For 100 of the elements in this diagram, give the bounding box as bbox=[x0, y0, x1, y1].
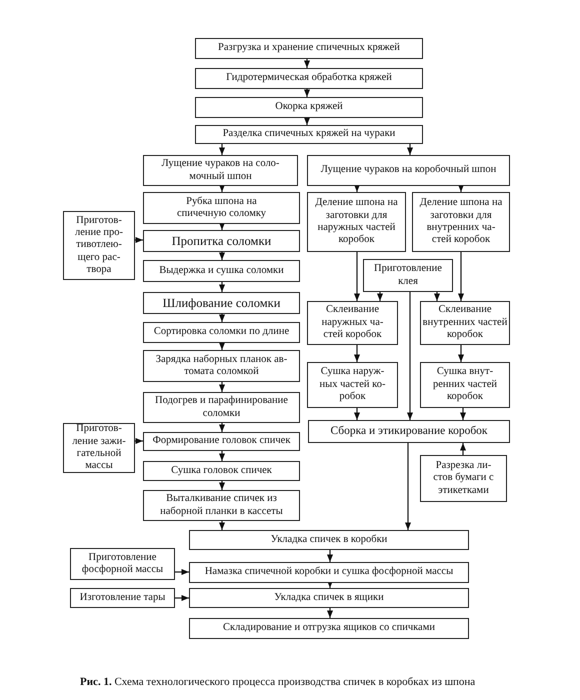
arrow bbox=[218, 481, 226, 490]
process-box bbox=[143, 230, 300, 252]
step-label: Зарядка наборных планок ав- томата соломкой bbox=[154, 354, 288, 378]
process-box bbox=[420, 455, 507, 502]
step-label: Сборка и этикирование коробок bbox=[330, 424, 488, 438]
process-box bbox=[63, 423, 135, 473]
step-label: Деление шпона на заготовки для наружных частей коробок bbox=[314, 197, 399, 247]
process-box bbox=[195, 125, 423, 144]
arrow bbox=[460, 408, 466, 420]
arrow bbox=[326, 550, 334, 562]
process-box bbox=[143, 155, 298, 186]
arrow bbox=[458, 345, 464, 362]
arrow bbox=[354, 345, 360, 362]
arrow bbox=[218, 451, 226, 461]
step-label: Лущение чураков на коробочный шпон bbox=[320, 164, 496, 177]
step-label: Приготовление клея bbox=[373, 263, 443, 288]
step-label: Склеивание внутренних частей коробок bbox=[422, 304, 508, 342]
step-label: Разгрузка и хранение спичечных кряжей bbox=[218, 42, 400, 55]
process-box bbox=[308, 420, 510, 443]
process-box bbox=[143, 192, 300, 224]
process-box bbox=[143, 461, 300, 481]
step-label: Формирование головок спичек bbox=[152, 435, 290, 448]
arrow bbox=[218, 314, 226, 322]
step-label: Сушка головок спичек bbox=[171, 464, 272, 478]
process-box bbox=[195, 97, 423, 118]
process-box bbox=[143, 392, 300, 423]
step-label: Выдержка и сушка соломки bbox=[159, 264, 284, 278]
arrow bbox=[218, 144, 226, 155]
process-box bbox=[143, 350, 300, 382]
step-label: Сушка наруж- ных частей ко- робок bbox=[318, 366, 386, 404]
process-box bbox=[70, 548, 175, 580]
arrow bbox=[406, 292, 414, 420]
step-label: Сушка внут- ренних частей коробок bbox=[432, 366, 498, 404]
process-box bbox=[307, 192, 406, 252]
arrow bbox=[304, 117, 310, 125]
arrow bbox=[434, 292, 440, 301]
step-label: Складирование и отгрузка ящиков со спичками bbox=[223, 622, 435, 635]
step-label: Пропитка соломки bbox=[172, 234, 272, 248]
process-box bbox=[189, 618, 469, 639]
step-label: Разрезка ли- стов бумаги с этикетками bbox=[432, 460, 495, 498]
process-box bbox=[143, 490, 300, 521]
process-box bbox=[195, 68, 423, 89]
arrow bbox=[218, 382, 226, 392]
arrow bbox=[354, 408, 360, 420]
arrow bbox=[304, 89, 310, 97]
process-box bbox=[412, 192, 510, 252]
process-box bbox=[307, 362, 398, 408]
arrow bbox=[404, 443, 412, 530]
process-box bbox=[307, 301, 398, 345]
step-label: Гидротермическая обработка кряжей bbox=[226, 72, 392, 85]
arrow bbox=[218, 423, 226, 432]
process-box bbox=[143, 292, 300, 314]
arrow bbox=[460, 443, 466, 455]
step-label: Рубка шпона на спичечную соломку bbox=[176, 196, 268, 220]
arrow bbox=[218, 184, 226, 192]
arrow bbox=[175, 568, 189, 576]
process-box bbox=[189, 588, 469, 608]
arrow bbox=[218, 521, 226, 530]
step-label: Сортировка соломки по длине bbox=[154, 326, 290, 339]
step-label: Укладка спичек в коробки bbox=[270, 534, 388, 546]
process-box bbox=[363, 259, 453, 292]
step-label: Укладка спичек в ящики bbox=[274, 592, 384, 604]
arrow bbox=[354, 252, 360, 301]
arrow bbox=[376, 292, 384, 301]
process-box bbox=[189, 562, 469, 583]
arrow bbox=[458, 252, 464, 301]
arrow bbox=[135, 438, 143, 444]
step-label: Приготов- ление зажи- гательной массы bbox=[71, 423, 127, 473]
step-label: Намазка спичечной коробки и сушка фосфорной массы bbox=[204, 566, 454, 579]
step-label: Лущение чураков на соло- мочный шпон bbox=[160, 158, 280, 183]
arrow bbox=[218, 222, 226, 230]
step-label: Подогрев и парафинирование соломки bbox=[154, 395, 289, 420]
process-box bbox=[307, 155, 510, 186]
step-label: Склеивание наружных ча- стей коробок bbox=[320, 304, 384, 342]
process-box bbox=[420, 362, 510, 408]
arrow bbox=[406, 144, 414, 155]
process-box bbox=[63, 211, 135, 280]
arrow bbox=[326, 608, 334, 618]
process-box bbox=[70, 588, 175, 608]
arrow bbox=[218, 342, 226, 350]
arrow bbox=[458, 184, 464, 192]
process-box bbox=[195, 38, 423, 59]
step-label: Изготовление тары bbox=[80, 592, 166, 604]
process-box bbox=[143, 260, 300, 282]
process-box bbox=[189, 530, 469, 550]
arrow bbox=[354, 184, 360, 192]
arrow bbox=[218, 282, 226, 292]
arrow bbox=[304, 59, 310, 68]
arrow bbox=[218, 252, 226, 260]
step-label: Деление шпона на заготовки для внутренних ча- стей коробок bbox=[419, 197, 503, 247]
step-label: Выталкивание спичек из наборной планки в кассеты bbox=[159, 493, 284, 518]
step-label: Окорка кряжей bbox=[275, 101, 343, 114]
process-box bbox=[143, 432, 300, 451]
arrow bbox=[175, 594, 189, 602]
step-label: Приготовление фосфорной массы bbox=[80, 552, 164, 576]
step-label: Шлифование соломки bbox=[162, 296, 280, 310]
step-label: Разделка спичечных кряжей на чураки bbox=[222, 128, 396, 141]
process-box bbox=[143, 322, 300, 343]
arrow bbox=[135, 236, 143, 244]
step-label: Приготов- ление про- тивотлею- щего рас- твора bbox=[74, 214, 124, 276]
